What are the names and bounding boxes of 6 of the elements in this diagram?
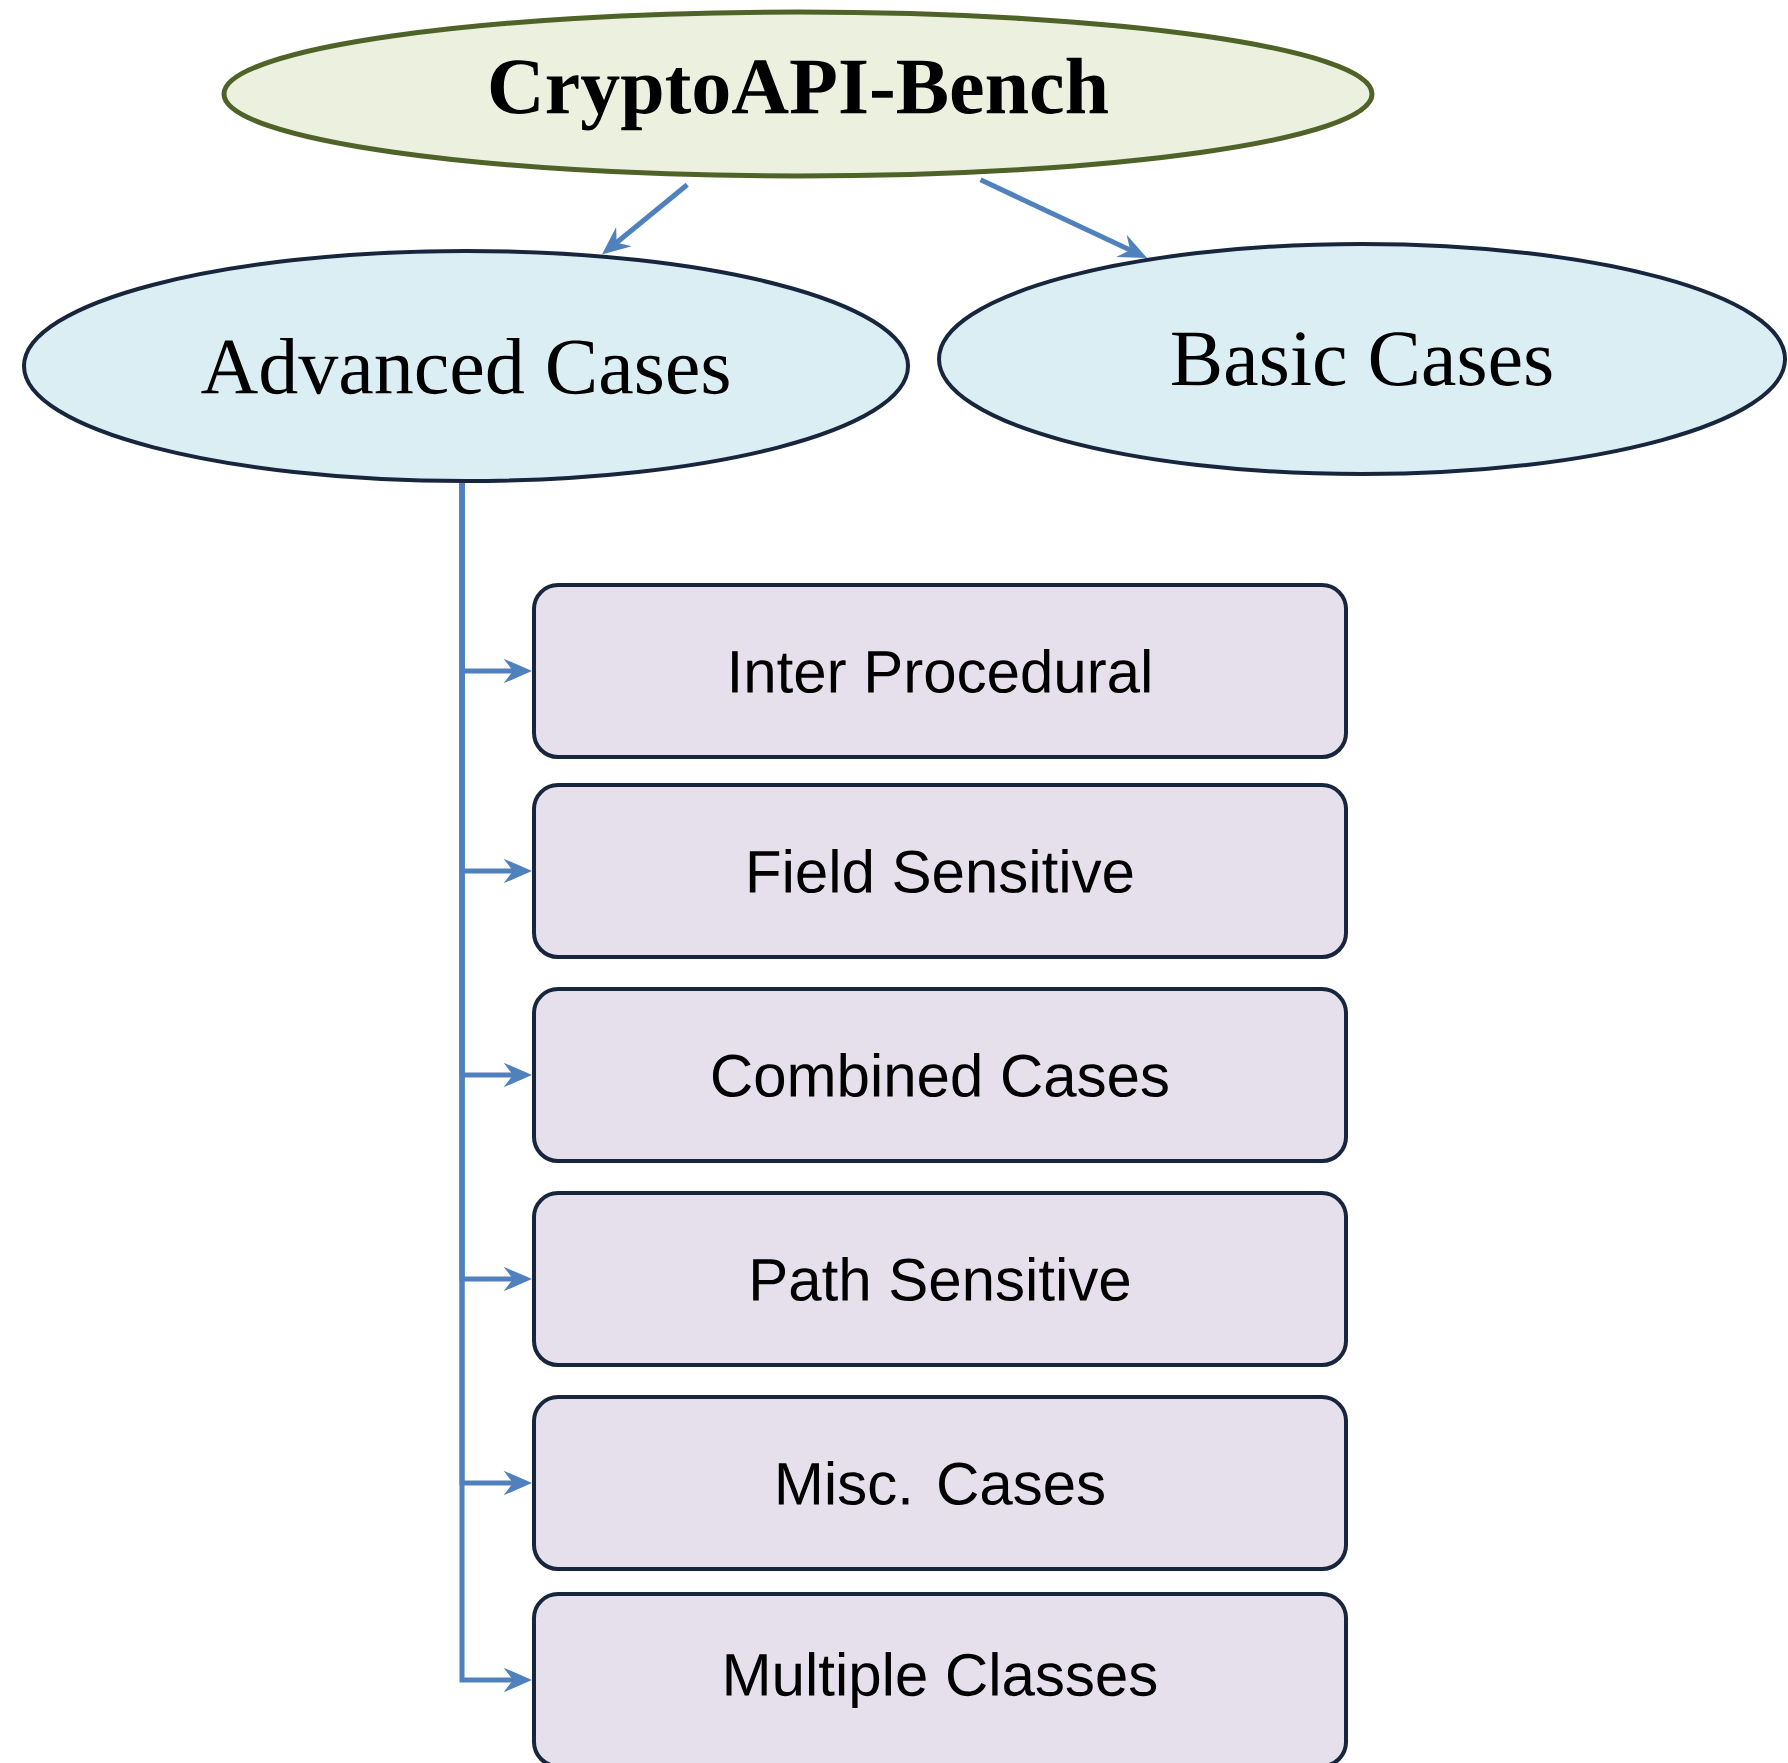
category-box: Combined Cases	[532, 987, 1348, 1163]
category-box: Field Sensitive	[532, 783, 1348, 959]
category-box: Misc. Cases	[532, 1395, 1348, 1571]
category-box: Multiple Classes	[532, 1592, 1348, 1763]
category-box: Path Sensitive	[532, 1191, 1348, 1367]
category-box: Inter Procedural	[532, 583, 1348, 759]
